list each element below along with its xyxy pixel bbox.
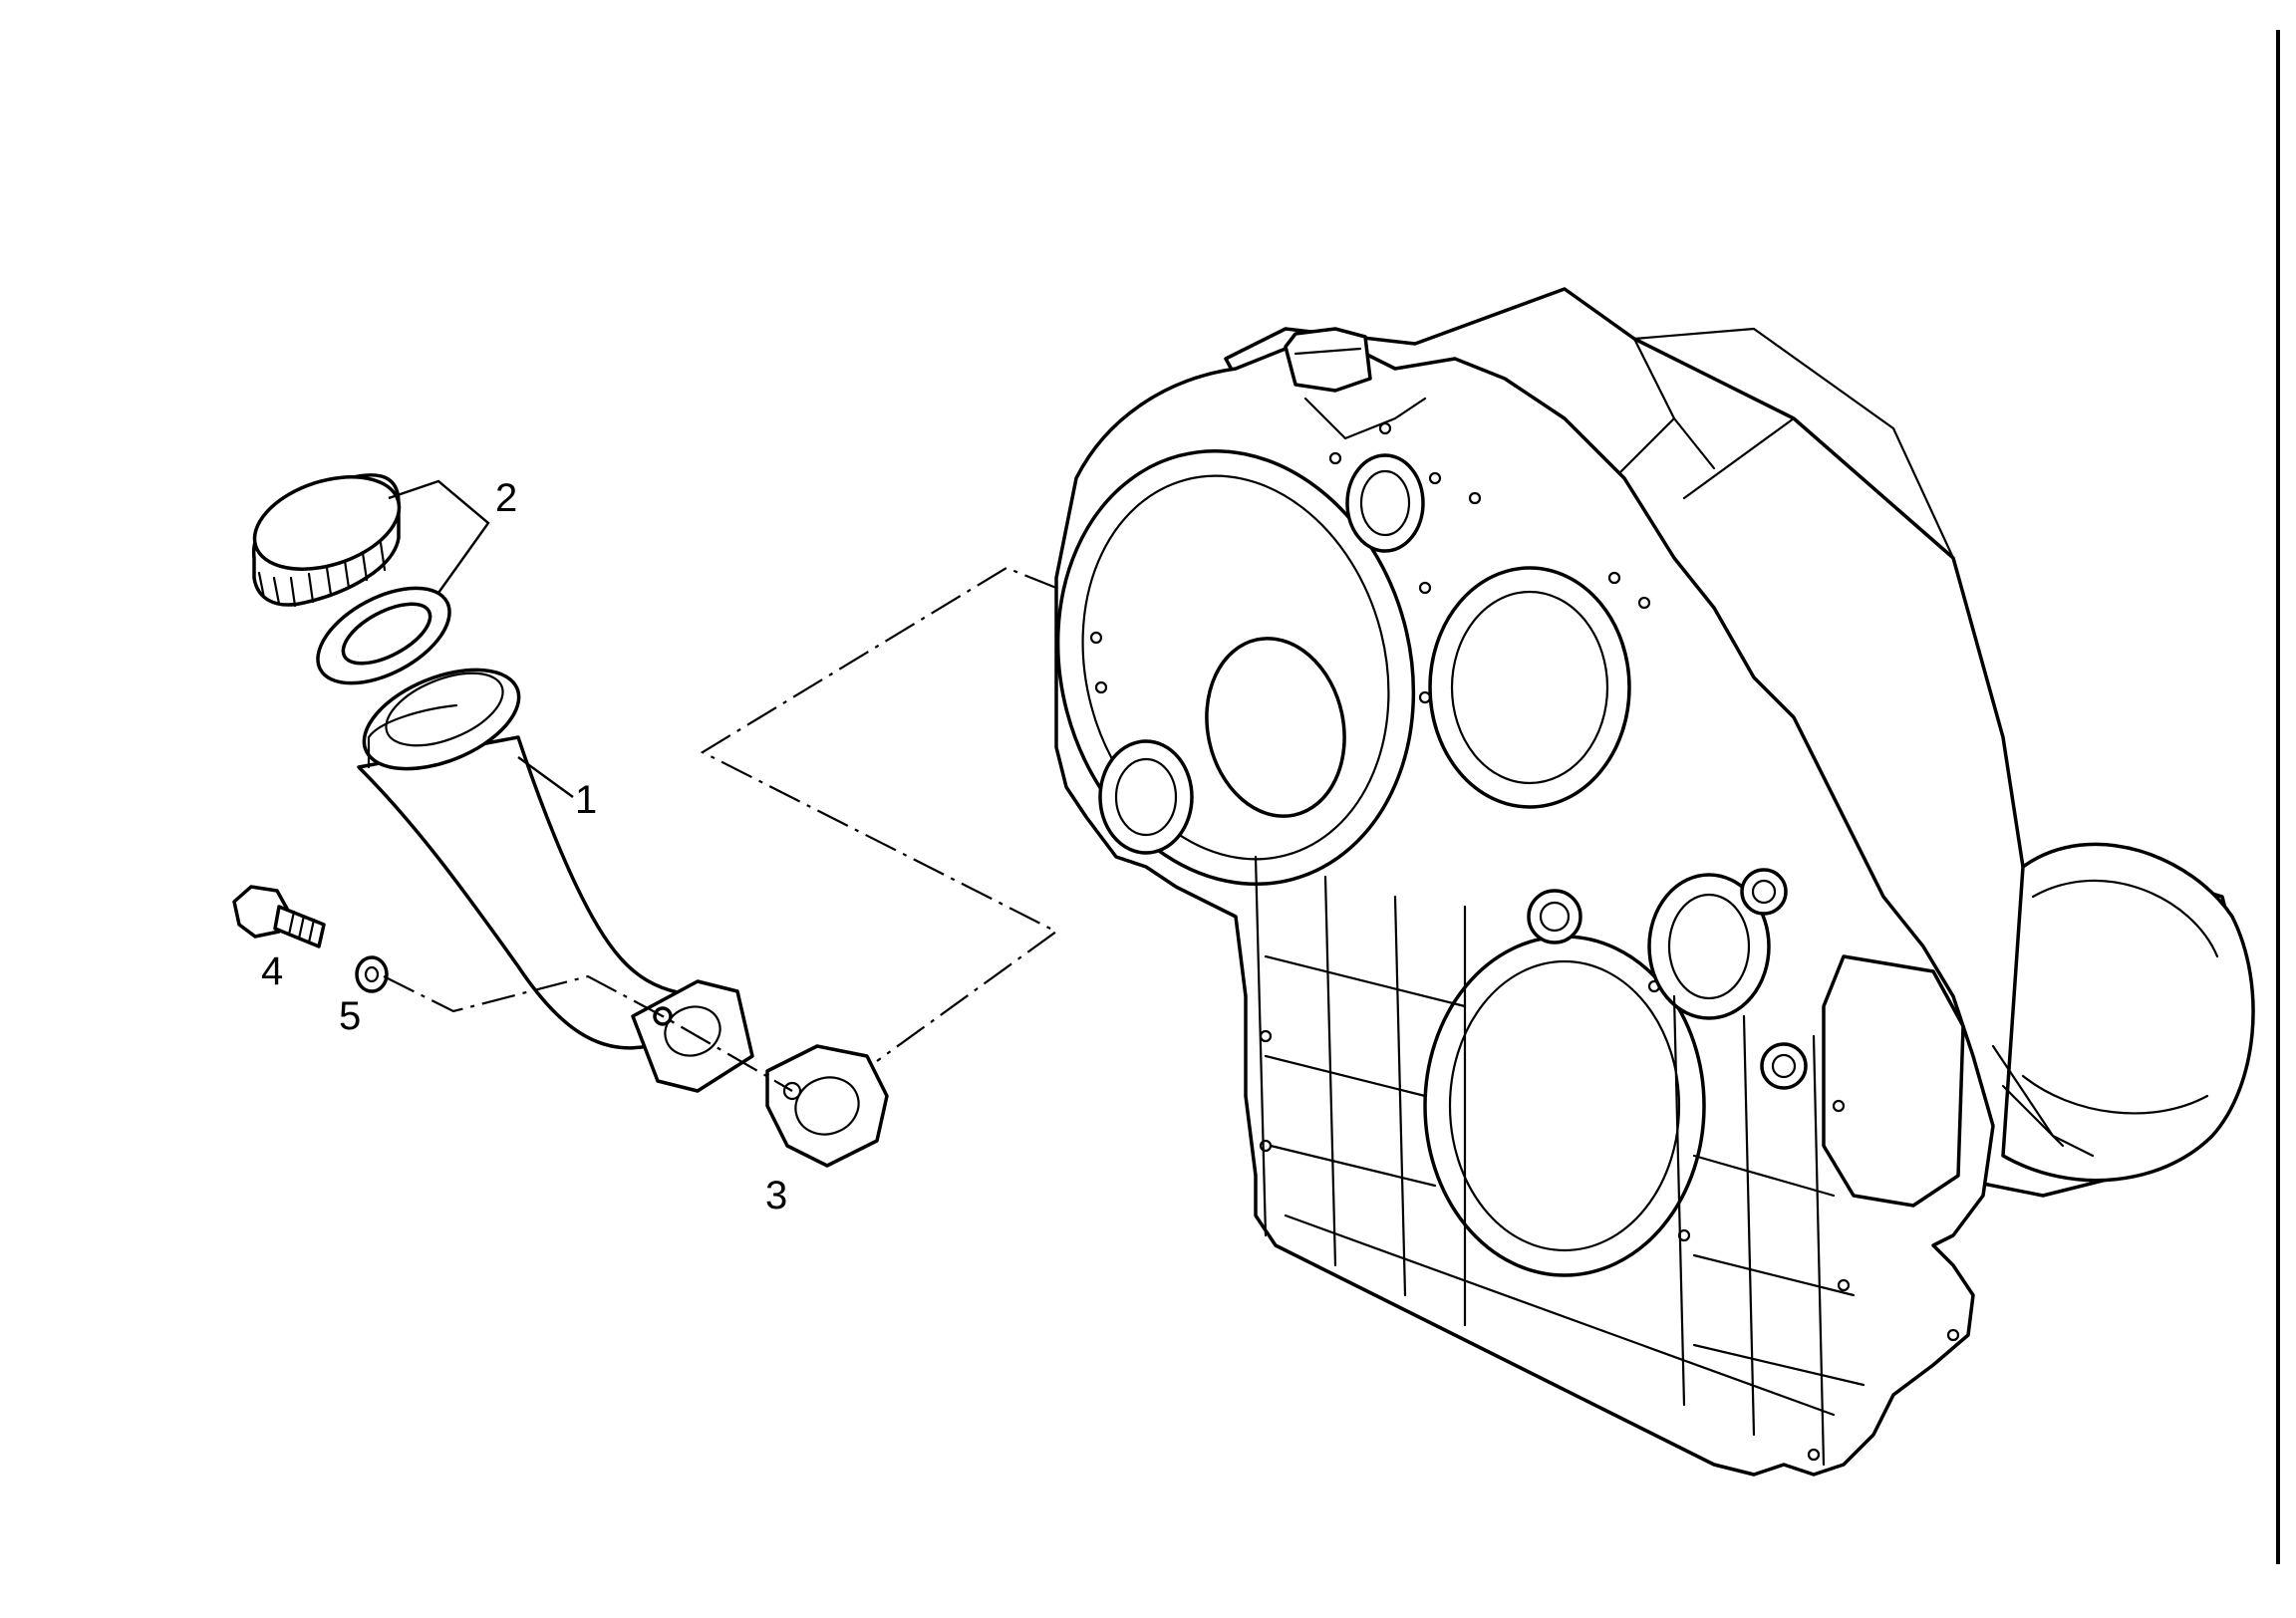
callout-5: 5 (339, 994, 362, 1038)
callout-1: 1 (575, 778, 598, 822)
leader-2 (388, 479, 490, 594)
assembly-line-washer-to-flange (383, 974, 793, 1092)
housing-opening-upper (1428, 566, 1631, 809)
callout-3: 3 (765, 1174, 788, 1217)
callout-2: 2 (495, 476, 518, 520)
leader-1 (517, 756, 574, 798)
part-3-gasket (765, 1044, 889, 1168)
part-2-seal-washer (316, 586, 451, 685)
gear-housing (1054, 287, 2255, 1477)
part-5-washer (355, 955, 389, 993)
part-2-filler-cap (252, 473, 402, 608)
part-4-bolt (232, 885, 326, 948)
part-1-filler-pipe (357, 668, 754, 1093)
callout-4: 4 (261, 949, 284, 993)
assembly-line-pipe-to-housing (700, 566, 1059, 1062)
